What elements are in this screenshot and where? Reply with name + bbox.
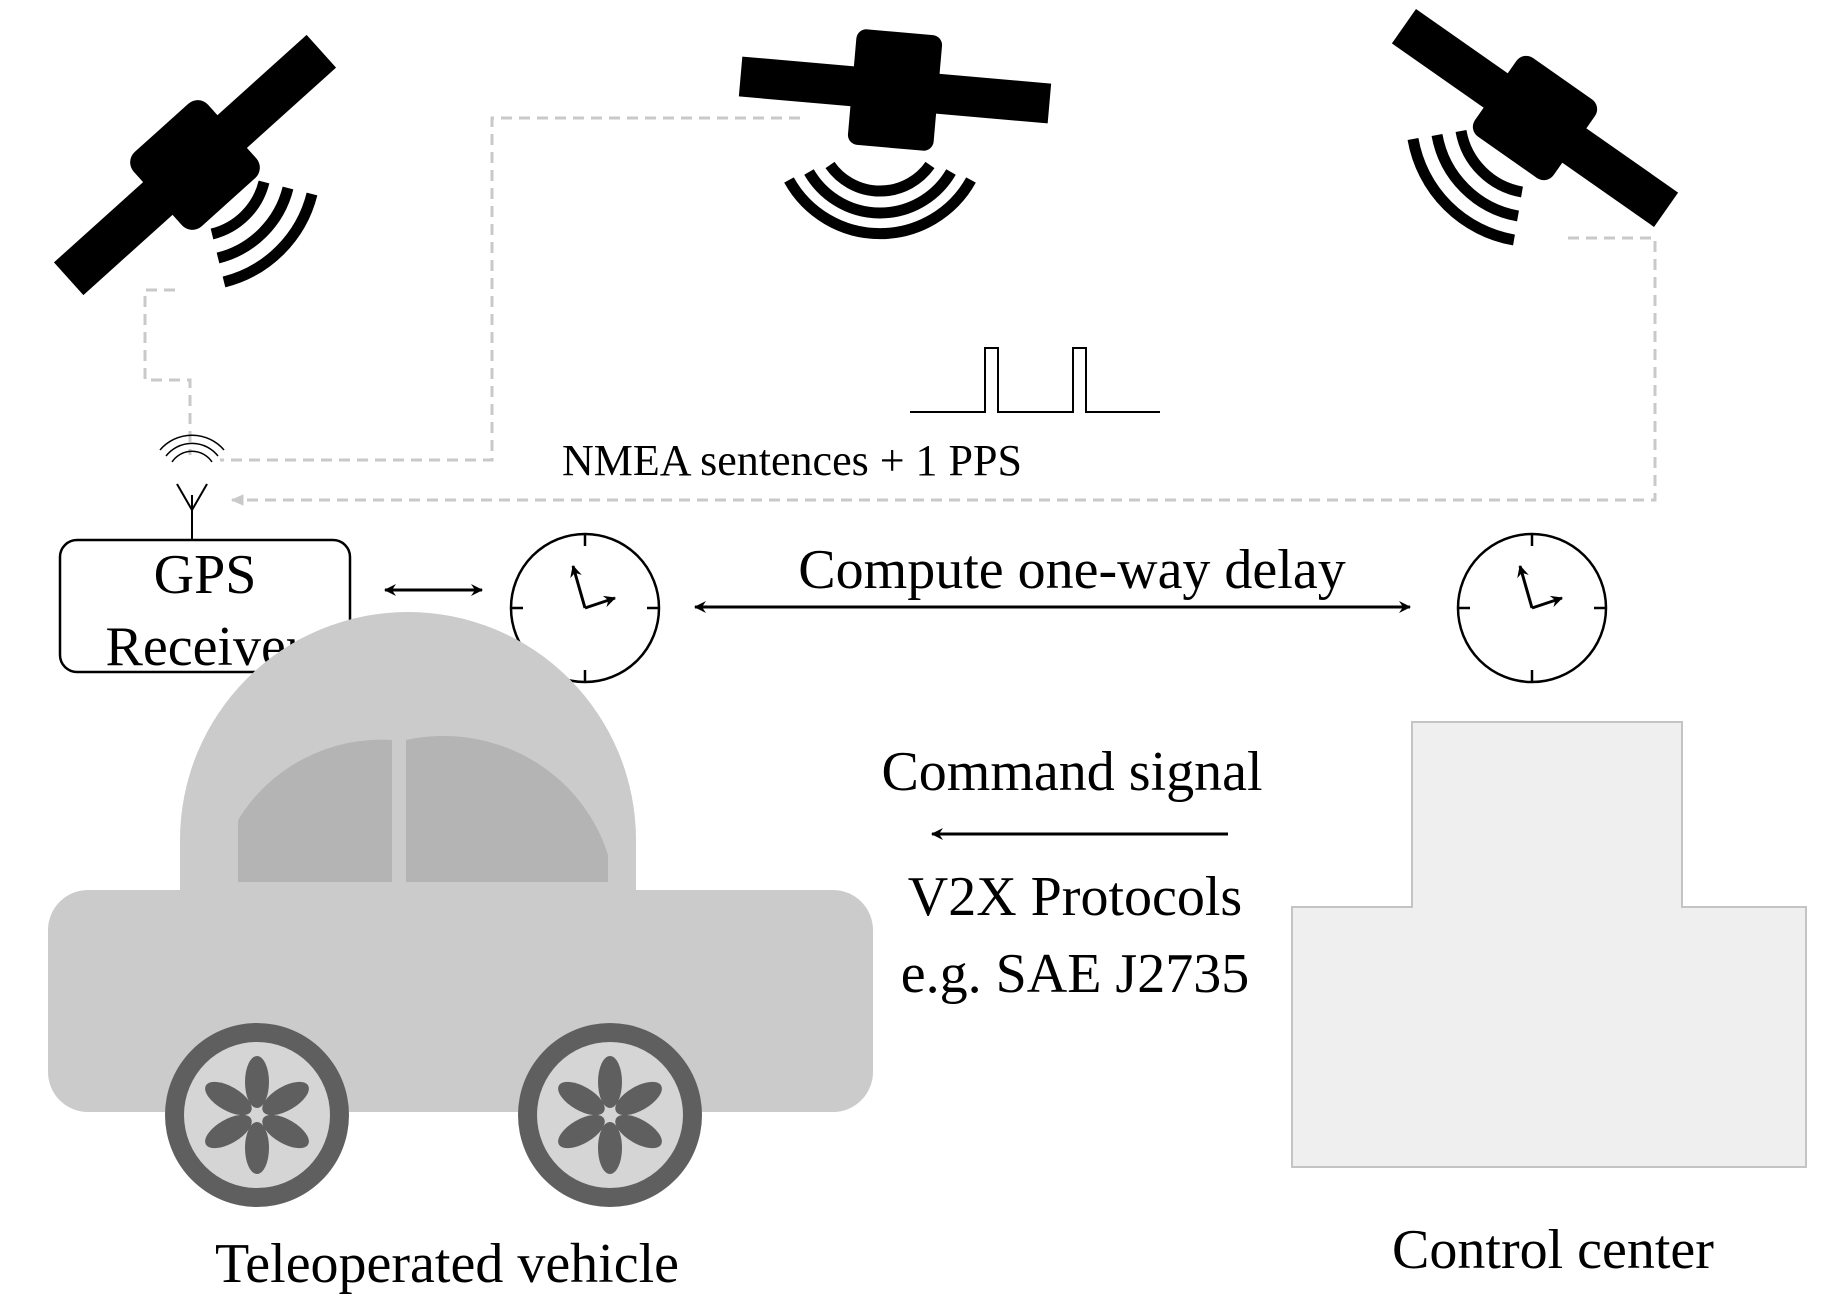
signal-waves-icon bbox=[1407, 129, 1524, 246]
satellite-links bbox=[143, 116, 1657, 506]
delay-label: Compute one-way delay bbox=[798, 539, 1345, 601]
satellite-icon bbox=[1391, 9, 1679, 227]
satellite-icon bbox=[53, 34, 337, 296]
satellite-right bbox=[1391, 9, 1679, 246]
vehicle-label: Teleoperated vehicle bbox=[215, 1233, 679, 1295]
car-wheel-rear bbox=[165, 1023, 349, 1207]
gps-receiver-label-line1: GPS bbox=[154, 544, 257, 606]
control-center-label: Control center bbox=[1392, 1219, 1714, 1281]
v2x-label-line1: V2X Protocols bbox=[908, 866, 1242, 928]
antenna-icon bbox=[159, 434, 225, 540]
control-center-building-icon bbox=[1291, 721, 1807, 1168]
clock-icon bbox=[509, 532, 661, 684]
car-icon bbox=[48, 612, 873, 1207]
gps-receiver: GPS Receiver bbox=[58, 538, 352, 678]
satellite-left bbox=[53, 34, 337, 296]
nmea-label: NMEA sentences + 1 PPS bbox=[562, 436, 1022, 485]
satellite-center bbox=[738, 29, 1052, 240]
signal-waves-icon bbox=[210, 180, 318, 288]
v2x-label-line2: e.g. SAE J2735 bbox=[901, 943, 1249, 1005]
command-label: Command signal bbox=[881, 741, 1262, 803]
car-wheel-front bbox=[518, 1023, 702, 1207]
signal-waves-icon bbox=[784, 161, 976, 240]
clock-icon bbox=[1456, 532, 1608, 684]
satellite-icon bbox=[738, 29, 1052, 151]
pulse-signal-icon bbox=[910, 347, 1160, 413]
